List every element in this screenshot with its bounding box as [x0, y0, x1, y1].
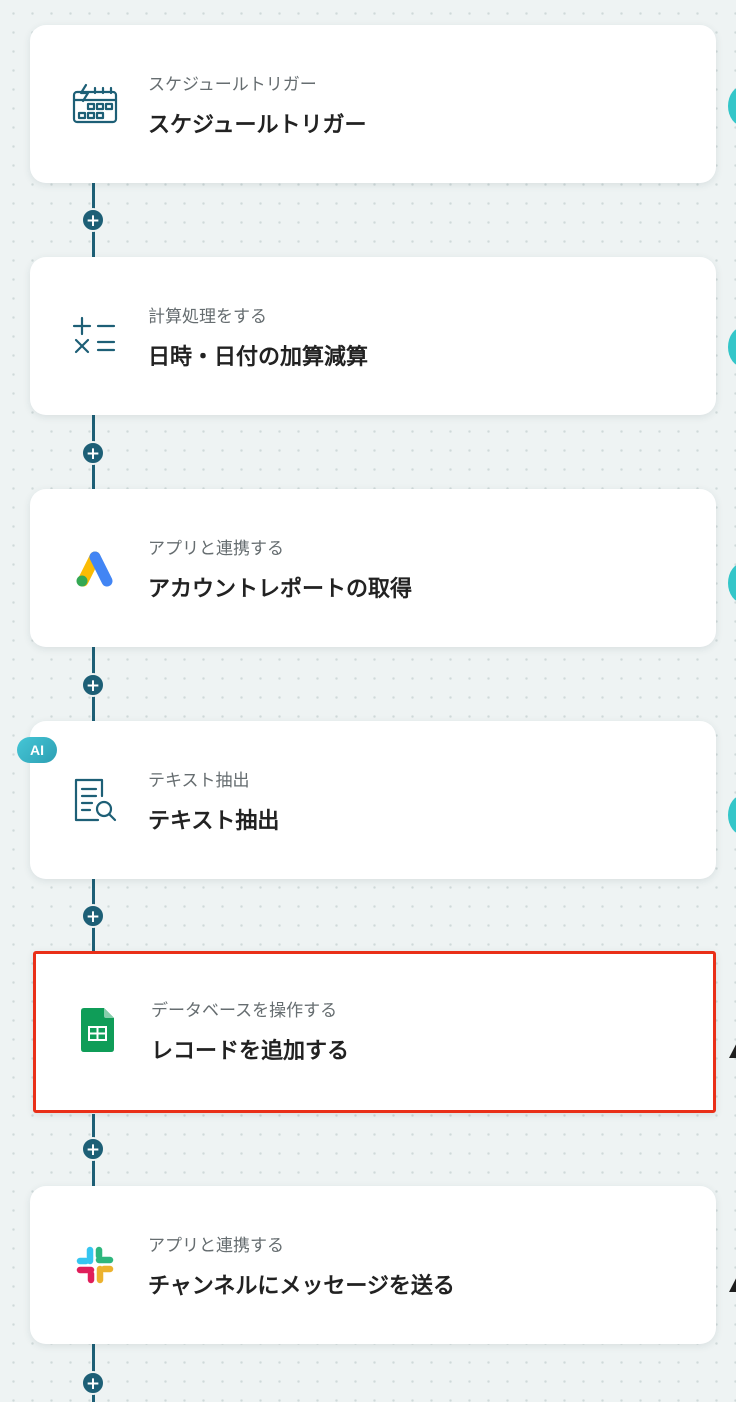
side-panel-marker — [728, 795, 736, 835]
step-title: スケジュールトリガー — [148, 113, 367, 138]
step-type-label: 計算処理をする — [148, 307, 267, 327]
step-title: アカウントレポートの取得 — [148, 577, 413, 602]
slack-icon — [70, 1240, 120, 1290]
step-type-label: アプリと連携する — [148, 1236, 284, 1256]
side-panel-marker — [729, 1044, 736, 1058]
add-step-button[interactable]: + — [81, 904, 105, 928]
document-search-icon — [70, 775, 120, 825]
step-title: レコードを追加する — [151, 1039, 350, 1064]
step-type-label: テキスト抽出 — [148, 771, 250, 791]
flow-step-card[interactable]: アプリと連携する アカウントレポートの取得 — [30, 489, 716, 647]
add-step-button[interactable]: + — [81, 1137, 105, 1161]
flow-step-card[interactable]: 計算処理をする 日時・日付の加算減算 — [30, 257, 716, 415]
step-type-label: データベースを操作する — [151, 1001, 338, 1021]
step-title: 日時・日付の加算減算 — [148, 345, 369, 370]
side-panel-marker — [728, 563, 736, 603]
add-step-button[interactable]: + — [81, 208, 105, 232]
side-panel-marker — [728, 327, 736, 367]
step-type-label: アプリと連携する — [148, 539, 284, 559]
step-type-label: スケジュールトリガー — [148, 75, 317, 95]
flow-step-card[interactable]: アプリと連携する チャンネルにメッセージを送る — [30, 1186, 716, 1344]
flow-step-card-selected[interactable]: データベースを操作する レコードを追加する — [33, 951, 716, 1113]
add-step-button[interactable]: + — [81, 673, 105, 697]
step-title: テキスト抽出 — [148, 809, 280, 834]
ai-badge: AI — [17, 737, 57, 763]
google-sheets-icon — [73, 1005, 123, 1055]
step-title: チャンネルにメッセージを送る — [148, 1274, 455, 1299]
google-ads-icon — [70, 543, 120, 593]
calculator-operators-icon — [70, 311, 120, 361]
add-step-button[interactable]: + — [81, 1371, 105, 1395]
add-step-button[interactable]: + — [81, 441, 105, 465]
calendar-clock-icon — [70, 79, 120, 129]
flow-step-card[interactable]: スケジュールトリガー スケジュールトリガー — [30, 25, 716, 183]
side-panel-marker — [728, 86, 736, 126]
side-panel-marker — [729, 1278, 736, 1292]
flow-step-card[interactable]: AI テキスト抽出 テキスト抽出 — [17, 721, 716, 879]
